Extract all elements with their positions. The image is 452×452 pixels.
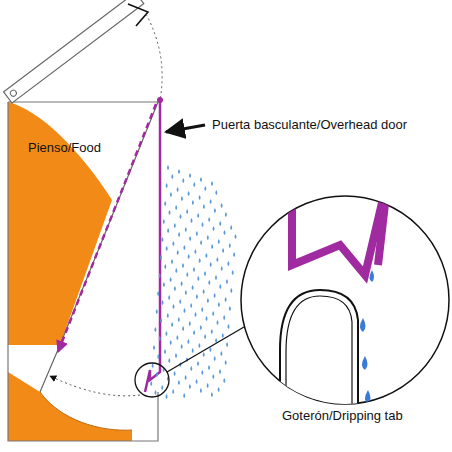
rain-drops bbox=[150, 165, 236, 399]
food-fill bbox=[8, 102, 112, 345]
drip-tab-detail bbox=[280, 190, 386, 420]
open-lid bbox=[4, 0, 144, 103]
door-swing-arc bbox=[50, 376, 140, 396]
lid-arrow-head bbox=[128, 4, 148, 26]
detail-leader bbox=[167, 327, 244, 372]
tray-curve bbox=[40, 392, 132, 430]
drip-tab-label: Goterón/Dripping tab bbox=[282, 408, 403, 424]
door-pointer bbox=[166, 125, 205, 132]
feeder-body bbox=[8, 102, 158, 441]
food-label: Pienso/Food bbox=[28, 140, 101, 156]
overhead-door bbox=[145, 100, 160, 392]
door-label: Puerta basculante/Overhead door bbox=[212, 117, 407, 133]
food-tray bbox=[8, 372, 132, 441]
detail-marker bbox=[135, 363, 169, 397]
lid-swing-arc bbox=[146, 14, 162, 100]
